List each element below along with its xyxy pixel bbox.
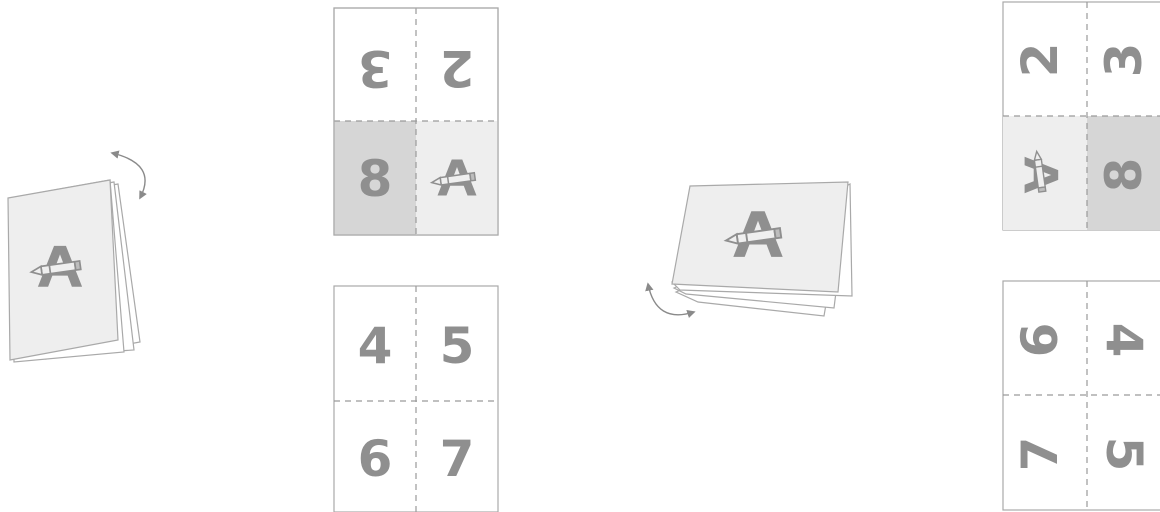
folded-booklet-portrait (8, 180, 140, 362)
panel-4: 4 (358, 317, 393, 375)
panel-3: 3 (358, 39, 393, 97)
sheet-a-top: 3 2 8 (334, 8, 498, 235)
panel-7: 7 (1011, 437, 1069, 472)
panel-7: 7 (440, 430, 475, 488)
panel-6: 6 (1011, 323, 1069, 358)
panel-8: 8 (1095, 158, 1153, 193)
folded-booklet-landscape (672, 182, 852, 316)
sheet-b-bottom: 6 4 7 5 (1003, 281, 1160, 510)
panel-4: 4 (1095, 323, 1153, 358)
panel-2: 2 (440, 39, 475, 97)
panel-5: 5 (1095, 437, 1153, 472)
sheet-b-top: 2 3 8 (1003, 2, 1160, 230)
panel-8: 8 (358, 150, 393, 208)
panel-5: 5 (440, 317, 475, 375)
sheet-a-bottom: 4 5 6 7 (334, 286, 498, 512)
panel-6: 6 (358, 430, 393, 488)
panel-2: 2 (1011, 43, 1069, 78)
panel-3: 3 (1095, 43, 1153, 78)
